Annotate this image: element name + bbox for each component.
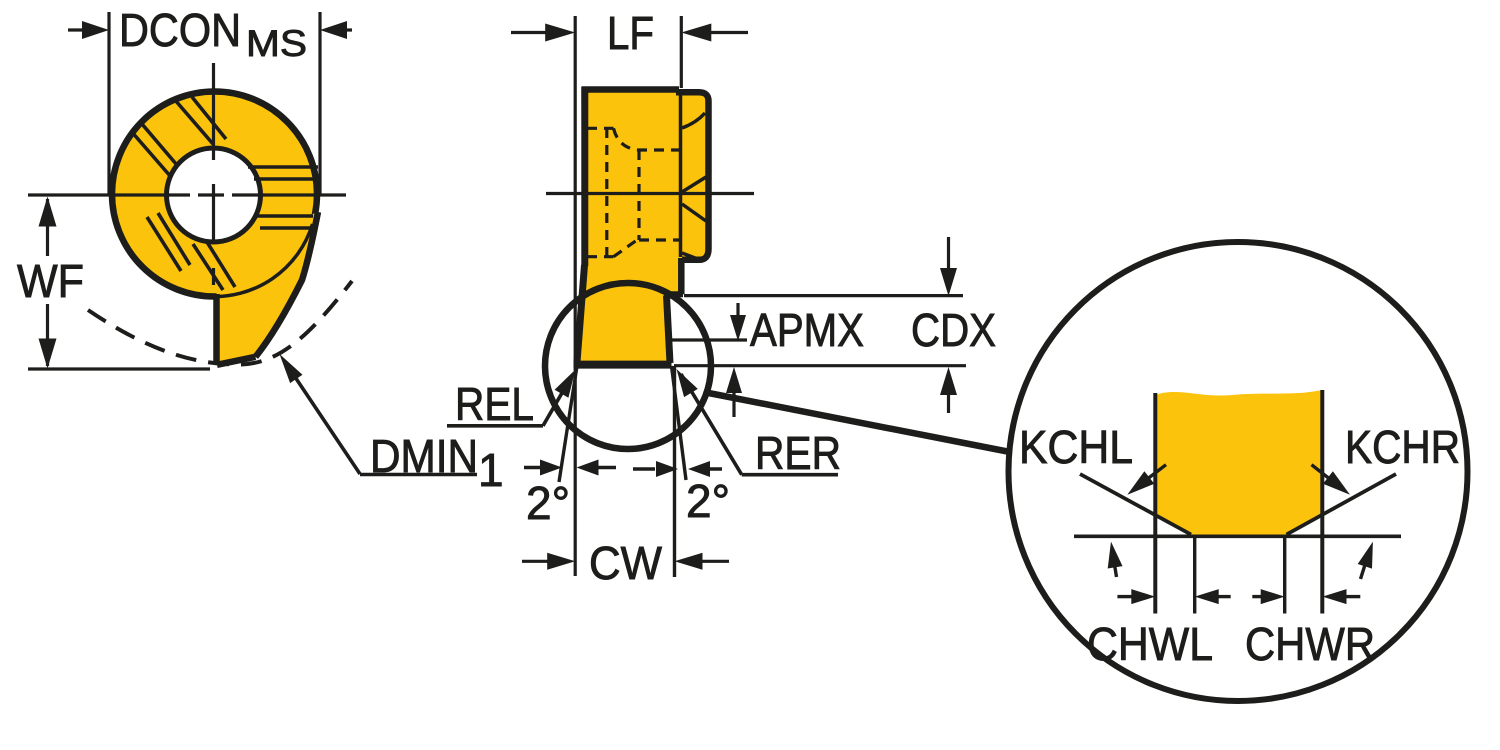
svg-text:RER: RER: [755, 427, 841, 479]
svg-text:MS: MS: [246, 23, 307, 64]
svg-text:DMIN: DMIN: [370, 430, 478, 482]
svg-text:1: 1: [478, 444, 504, 496]
svg-text:CHWR: CHWR: [1245, 618, 1375, 670]
svg-text:CW: CW: [589, 537, 663, 589]
svg-text:LF: LF: [607, 7, 654, 59]
svg-text:REL: REL: [455, 378, 534, 430]
svg-text:KCHR: KCHR: [1345, 421, 1460, 473]
svg-text:CDX: CDX: [911, 304, 996, 356]
svg-text:APMX: APMX: [750, 304, 864, 356]
svg-text:CHWL: CHWL: [1087, 618, 1213, 670]
svg-text:DCON: DCON: [119, 4, 241, 56]
svg-text:WF: WF: [17, 255, 84, 307]
svg-text:2°: 2°: [526, 477, 570, 529]
svg-text:2°: 2°: [686, 475, 730, 527]
svg-text:KCHL: KCHL: [1019, 421, 1133, 473]
